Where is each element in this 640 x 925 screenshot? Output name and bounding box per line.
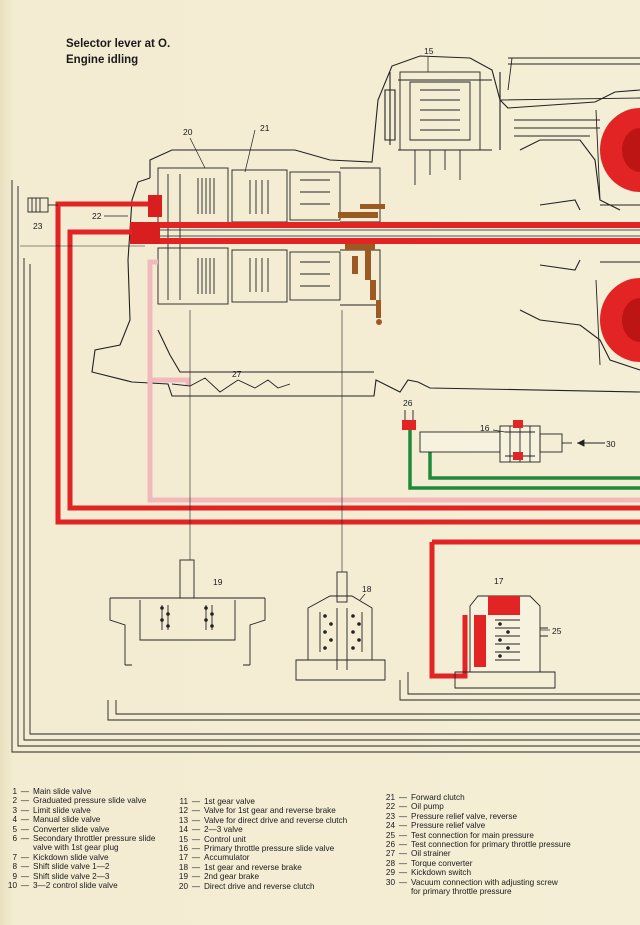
label-26: 26 xyxy=(403,398,413,408)
label-15: 15 xyxy=(424,46,434,56)
legend-item: 23—Pressure relief valve, reverse xyxy=(385,811,518,821)
legend-item: 10—3—2 control slide valve xyxy=(7,881,118,891)
frame-lines xyxy=(11,180,640,753)
legend-item: 17—Accumulator xyxy=(178,853,250,863)
label-25: 25 xyxy=(552,626,562,636)
legend-item: 6—Secondary throttler pressure slide xyxy=(12,834,156,844)
legend-column-3: 21—Forward clutch 22—Oil pump 23—Pressur… xyxy=(380,793,571,896)
label-18: 18 xyxy=(362,584,372,594)
label-27: 27 xyxy=(232,369,242,379)
legend-item: 22—Oil pump xyxy=(385,802,444,812)
legend-item: 1—Main slide valve xyxy=(12,787,92,796)
legend-item: 20—Direct drive and reverse clutch xyxy=(178,881,315,891)
main-pressure-lines xyxy=(55,201,640,679)
legend-item: 15—Control unit xyxy=(178,834,246,844)
legend-item: 11—1st gear valve xyxy=(179,797,255,806)
legend-item: 18—1st gear and reverse brake xyxy=(178,862,302,872)
legend-item: 24—Pressure relief valve xyxy=(385,821,486,831)
legend-column-1: 1—Main slide valve 2—Graduated pressure … xyxy=(2,787,156,891)
legend-item: 14—2—3 valve xyxy=(178,825,243,835)
legend-item: 29—Kickdown switch xyxy=(385,868,472,878)
diagram-title: Selector lever at O. xyxy=(66,38,171,50)
label-23: 23 xyxy=(33,221,43,231)
brake-valve-19 xyxy=(109,559,266,666)
legend-item: 25—Test connection for main pressure xyxy=(385,830,534,840)
legend-item: 21—Forward clutch xyxy=(385,793,465,802)
legend-item: 30—Vacuum connection with adjusting scre… xyxy=(385,877,558,887)
accumulator-17 xyxy=(454,595,556,689)
accumulator-springs xyxy=(498,622,510,658)
label-16: 16 xyxy=(480,423,490,433)
gearset xyxy=(157,167,381,306)
valve-18-springs xyxy=(323,614,361,650)
label-19: 19 xyxy=(213,577,223,587)
throttle-valve-16 xyxy=(419,420,605,463)
relief-valve-23 xyxy=(27,197,58,213)
valve-19-springs xyxy=(160,606,214,628)
legend-column-2: 11—1st gear valve 12—Valve for 1st gear … xyxy=(173,797,347,891)
main-shaft xyxy=(130,195,640,244)
legend-item: 2—Graduated pressure slide valve xyxy=(12,796,147,806)
legend-item-continued: for primary throttle pressure xyxy=(411,887,512,897)
hydraulic-circuit-diagram: 15 20 21 22 23 27 26 16 30 19 18 17 25 xyxy=(11,46,640,753)
oil-strainer xyxy=(171,377,291,393)
legend-item: 12—Valve for 1st gear and reverse brake xyxy=(178,806,336,816)
label-30: 30 xyxy=(606,439,616,449)
legend-item-continued: valve with 1st gear plug xyxy=(33,843,119,853)
diagram-subtitle: Engine idling xyxy=(66,54,139,66)
legend-item: 27—Oil strainer xyxy=(385,849,451,859)
legend-item: 4—Manual slide valve xyxy=(12,815,101,825)
legend-item: 19—2nd gear brake xyxy=(178,872,260,882)
legend-item: 28—Torque converter xyxy=(385,858,473,868)
legend-item: 3—Limit slide valve xyxy=(12,805,91,815)
legend-item: 7—Kickdown slide valve xyxy=(12,852,109,862)
label-17: 17 xyxy=(494,576,504,586)
legend-item: 5—Converter slide valve xyxy=(12,824,110,834)
label-21: 21 xyxy=(260,123,270,133)
legend-item: 9—Shift slide valve 2—3 xyxy=(12,871,110,881)
torque-converter xyxy=(595,108,640,366)
legend-item: 8—Shift slide valve 1—2 xyxy=(12,862,110,872)
brake-valve-18 xyxy=(295,571,386,681)
leader-lines xyxy=(104,57,600,631)
label-20: 20 xyxy=(183,127,193,137)
label-22: 22 xyxy=(92,211,102,221)
test-connection-26 xyxy=(402,410,416,430)
legend-item: 13—Valve for direct drive and reverse cl… xyxy=(178,815,348,825)
oil-flow xyxy=(338,204,385,325)
green-line xyxy=(408,430,640,490)
control-unit xyxy=(399,57,640,185)
legend-item: 26—Test connection for primary throttle … xyxy=(385,840,571,850)
guide-lines xyxy=(20,245,343,572)
legend-item: 16—Primary throttle pressure slide valve xyxy=(178,844,335,854)
throttle-pressure-lines xyxy=(147,259,640,503)
